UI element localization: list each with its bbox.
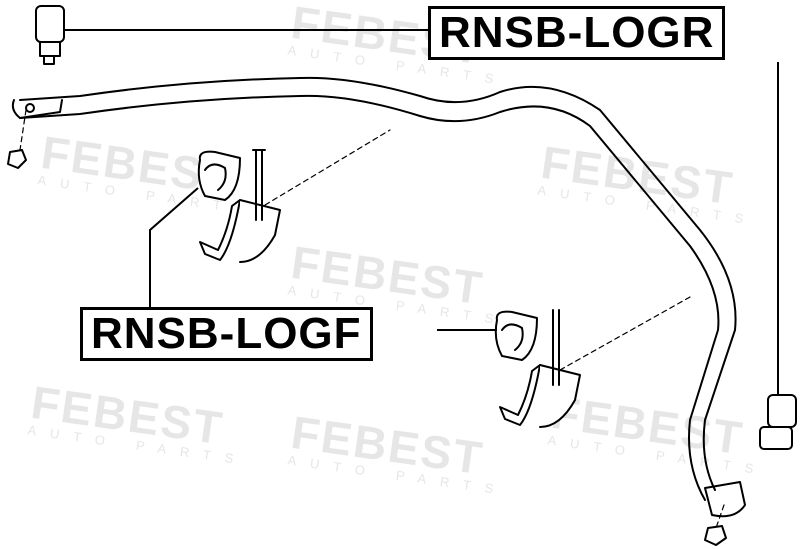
bracket-left bbox=[197, 149, 281, 263]
bracket-right bbox=[494, 309, 581, 428]
stabilizer-bar bbox=[19, 76, 737, 491]
stabilizer-bar-edge bbox=[19, 94, 720, 501]
bushing-top-left bbox=[35, 5, 65, 65]
bar-end-hole bbox=[25, 103, 35, 113]
nut-left bbox=[7, 149, 27, 169]
leader-line-front-left bbox=[149, 187, 199, 307]
nut-right bbox=[704, 525, 727, 546]
bar-end-left bbox=[11, 99, 63, 119]
part-label-rnsb-logr: RNSB-LOGR bbox=[428, 6, 726, 60]
bushing-right bbox=[759, 394, 797, 450]
bar-end-right bbox=[704, 481, 746, 518]
part-label-rnsb-logf: RNSB-LOGF bbox=[80, 307, 373, 361]
